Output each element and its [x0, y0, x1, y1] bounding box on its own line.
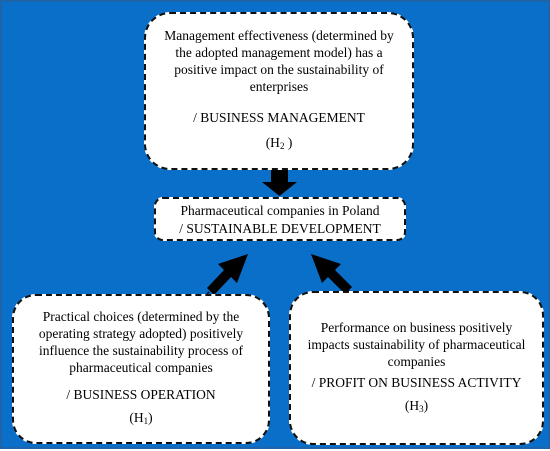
node-business-operation: Practical choices (determined by the ope…	[12, 294, 270, 444]
hypothesis-h2-sub: 2	[279, 141, 285, 151]
hypothesis-h2: (H2 )	[266, 134, 293, 155]
edge-left-dash	[206, 284, 217, 295]
node-business-operation-category: / BUSINESS OPERATION	[66, 387, 216, 402]
node-business-management-category: / BUSINESS MANAGEMENT	[193, 110, 365, 125]
node-sustainable-development-category: / SUSTAINABLE DEVELOPMENT	[179, 220, 381, 236]
hypothesis-h1-prefix: (H	[129, 410, 144, 425]
arrow-left-to-center	[207, 254, 248, 295]
node-sustainable-development-text: Pharmaceutical companies in Poland	[180, 202, 380, 218]
node-profit-on-business-activity-category: / PROFIT ON BUSINESS ACTIVITY	[311, 374, 522, 390]
hypothesis-h1: (H1)	[129, 409, 152, 430]
hypothesis-h3: (H3)	[405, 397, 428, 418]
hypothesis-h1-sub: 1	[143, 416, 149, 426]
node-profit-on-business-activity-text: Performance on business positively impac…	[307, 319, 526, 369]
hypothesis-h2-suffix: )	[284, 135, 293, 150]
hypothesis-h1-suffix: )	[148, 410, 153, 425]
node-business-management-text: Management effectiveness (determined by …	[164, 28, 394, 94]
hypothesis-h3-suffix: )	[423, 397, 429, 413]
node-business-operation-text: Practical choices (determined by the ope…	[38, 309, 244, 375]
node-business-management: Management effectiveness (determined by …	[144, 12, 414, 170]
node-profit-on-business-activity: Performance on business positively impac…	[289, 291, 544, 445]
hypothesis-h3-prefix: (H	[404, 397, 420, 413]
hypothesis-h2-prefix: (H	[265, 135, 280, 150]
node-sustainable-development: Pharmaceutical companies in Poland / SUS…	[154, 197, 406, 241]
arrow-right-to-center	[311, 254, 352, 294]
arrow-top-to-center	[262, 170, 297, 196]
hypothesis-h3-sub: 3	[419, 403, 424, 414]
